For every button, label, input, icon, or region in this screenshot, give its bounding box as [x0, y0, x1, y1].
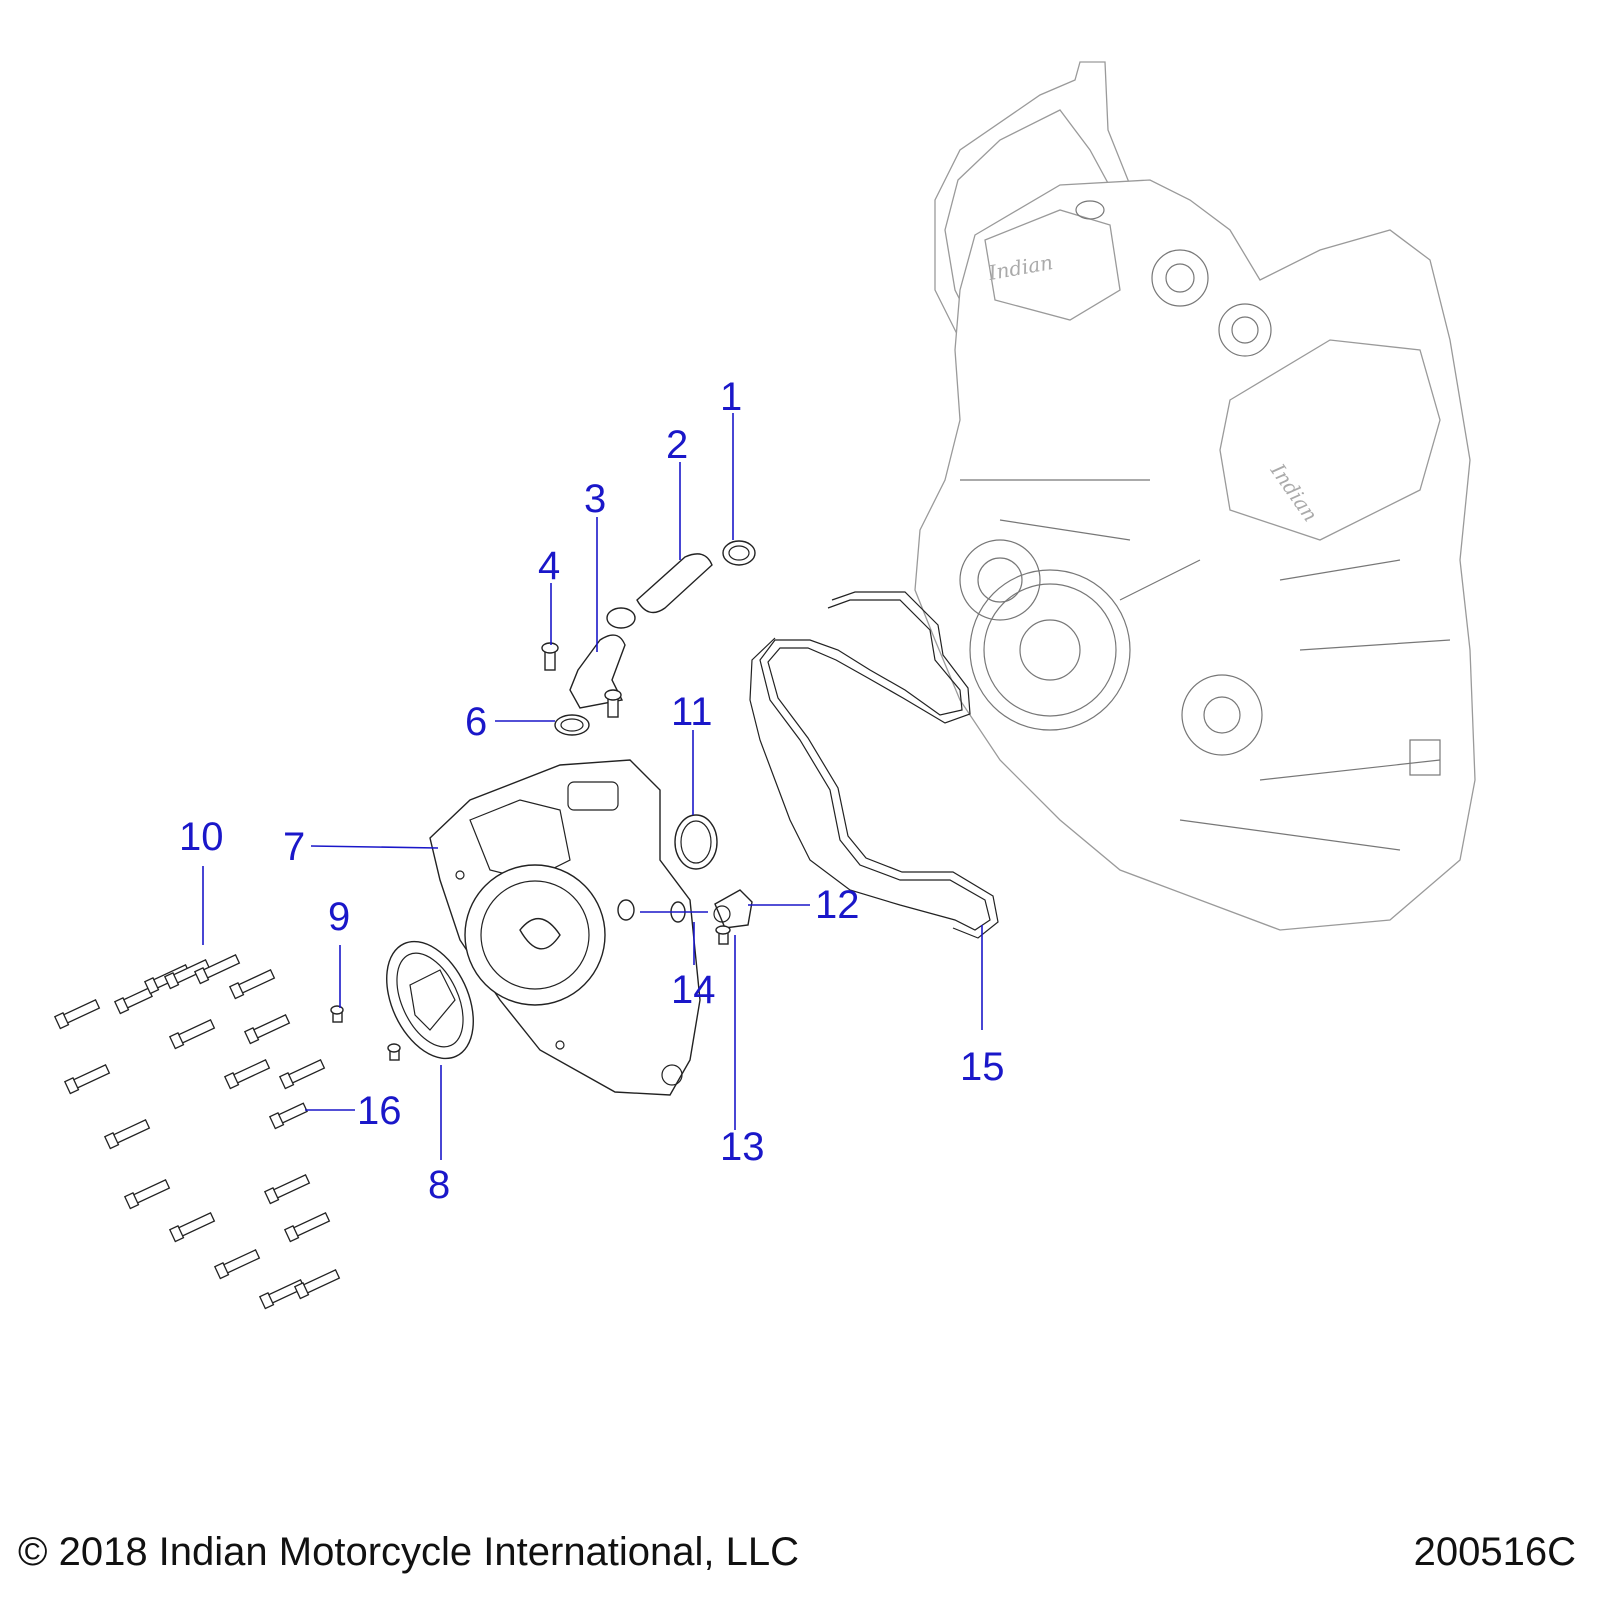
- cover-bolt: [283, 1212, 331, 1243]
- coolant-fitting: [713, 889, 753, 929]
- cover-bolt: [228, 969, 276, 1000]
- cover-bolt: [63, 1064, 111, 1095]
- cover-port-o-ring: [617, 899, 635, 921]
- engine-cover: [429, 759, 701, 1096]
- copyright-notice: © 2018 Indian Motorcycle International, …: [18, 1530, 800, 1574]
- coolant-hose: [636, 553, 713, 614]
- callout-12: 12: [815, 883, 860, 927]
- cover-bolt: [193, 954, 241, 985]
- cover-o-ring: [674, 814, 718, 870]
- logo-medallion: [386, 940, 474, 1060]
- callout-10: 10: [179, 815, 224, 859]
- cover-bolt: [123, 1179, 171, 1210]
- cover-bolt: [223, 1059, 271, 1090]
- cover-bolt: [113, 987, 153, 1015]
- cover-bolt: [103, 1119, 151, 1150]
- callout-11: 11: [671, 690, 713, 734]
- callout-8: 8: [428, 1163, 450, 1207]
- callouts: 1 2 3 4 6 7 8 9 10 11 12 13 14 15 16: [179, 375, 1005, 1207]
- callout-16: 16: [357, 1089, 402, 1133]
- hose-clamp: [722, 540, 756, 566]
- cover-bolt: [163, 959, 211, 990]
- cover-bolt: [243, 1014, 291, 1045]
- cover-bolt: [168, 1212, 216, 1243]
- cover-bolt-set: [53, 954, 341, 1310]
- callout-2: 2: [666, 423, 688, 467]
- engine-assembly: Indian Indian: [914, 61, 1476, 931]
- callout-13: 13: [720, 1125, 765, 1169]
- drawing-number: 200516C: [1413, 1530, 1576, 1574]
- elbow-clamp: [606, 607, 636, 629]
- callout-9: 9: [328, 895, 350, 939]
- leader-lines: [202, 413, 983, 1160]
- cover-bolt: [213, 1249, 261, 1280]
- callout-15: 15: [960, 1045, 1005, 1089]
- elbow-bolt: [541, 642, 559, 671]
- cover-bolt: [263, 1174, 311, 1205]
- callout-1: 1: [720, 375, 742, 419]
- cover-bolt: [278, 1059, 326, 1090]
- small-screw: [330, 1005, 344, 1023]
- elbow-bolt-2: [604, 689, 622, 718]
- callout-14: 14: [671, 968, 716, 1012]
- cover-bolt: [53, 999, 101, 1030]
- cover-bolt: [268, 1102, 308, 1130]
- callout-7: 7: [283, 825, 305, 869]
- small-screw-2: [387, 1043, 401, 1061]
- callout-4: 4: [538, 544, 560, 588]
- fitting-bolt: [715, 925, 731, 945]
- cover-gasket: [749, 591, 999, 939]
- elbow-o-ring: [554, 714, 590, 736]
- cover-bolt: [293, 1269, 341, 1300]
- callout-3: 3: [584, 477, 606, 521]
- cover-bolt: [168, 1019, 216, 1050]
- callout-6: 6: [465, 700, 487, 744]
